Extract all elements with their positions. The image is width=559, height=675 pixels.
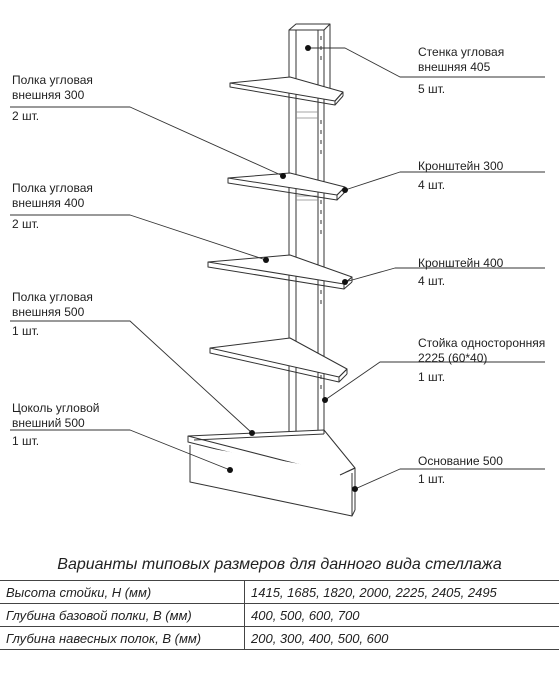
row-key: Глубина базовой полки, В (мм) <box>0 603 245 627</box>
row-key: Глубина навесных полок, В (мм) <box>0 626 245 650</box>
qty-shelf-400: 2 шт. <box>12 217 40 231</box>
row-key: Высота стойки, Н (мм) <box>0 580 245 604</box>
row-value: 200, 300, 400, 500, 600 <box>244 626 559 650</box>
label-bracket-300: Кронштейн 300 <box>418 159 504 173</box>
shelf-400 <box>207 254 353 290</box>
qty-plinth: 1 шт. <box>12 434 40 448</box>
table-row: Глубина навесных полок, В (мм) 200, 300,… <box>0 626 559 650</box>
shelving-diagram <box>10 23 545 517</box>
leader-dots <box>227 45 358 492</box>
shelf-300-second <box>227 172 346 201</box>
row-value: 400, 500, 600, 700 <box>244 603 559 627</box>
qty-base: 1 шт. <box>418 472 446 486</box>
label-shelf-500: Полка угловая внешняя 500 <box>12 290 93 319</box>
label-bracket-400: Кронштейн 400 <box>418 256 504 270</box>
table-row: Высота стойки, Н (мм) 1415, 1685, 1820, … <box>0 580 559 604</box>
qty-post: 1 шт. <box>418 370 446 384</box>
label-shelf-400: Полка угловая внешняя 400 <box>12 181 93 210</box>
label-plinth: Цоколь угловой внешний 500 <box>12 401 100 430</box>
table-title: Варианты типовых размеров для данного ви… <box>57 556 502 573</box>
label-shelf-300: Полка угловая внешняя 300 <box>12 73 93 102</box>
qty-bracket-300: 4 шт. <box>418 178 446 192</box>
table-row: Глубина базовой полки, В (мм) 400, 500, … <box>0 603 559 627</box>
base <box>187 429 356 517</box>
qty-shelf-300: 2 шт. <box>12 109 40 123</box>
shelf-300-top <box>229 76 344 106</box>
label-base: Основание 500 <box>418 454 503 468</box>
qty-wall: 5 шт. <box>418 82 446 96</box>
qty-shelf-500: 1 шт. <box>12 324 40 338</box>
leader-lines <box>10 47 545 490</box>
label-post: Стойка односторонняя 2225 (60*40) <box>418 336 546 365</box>
shelf-400-lower <box>209 337 348 383</box>
label-wall: Стенка угловая внешняя 405 <box>418 45 505 74</box>
row-value: 1415, 1685, 1820, 2000, 2225, 2405, 2495 <box>244 580 559 604</box>
sizes-table: Высота стойки, Н (мм) 1415, 1685, 1820, … <box>0 580 559 650</box>
qty-bracket-400: 4 шт. <box>418 274 446 288</box>
